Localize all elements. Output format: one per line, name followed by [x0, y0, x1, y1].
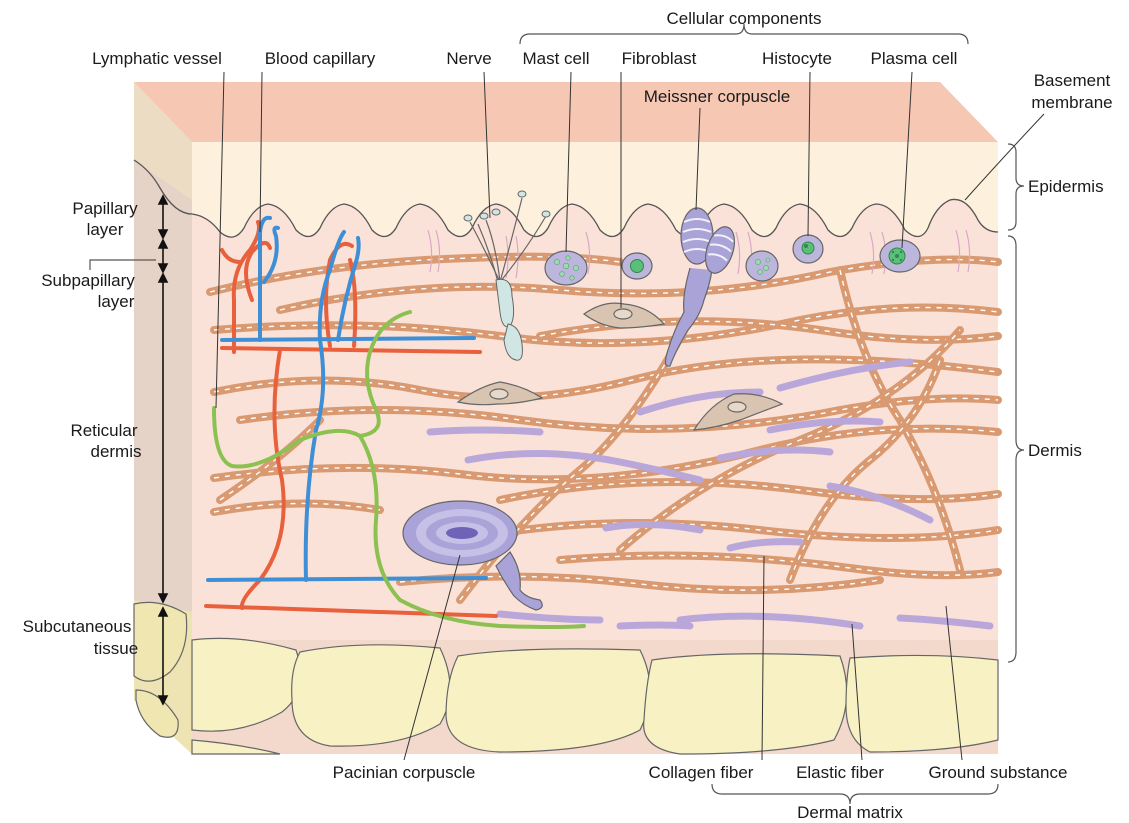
plasma-cell-2-icon: [880, 240, 920, 272]
label-histocyte: Histocyte: [762, 49, 832, 68]
label-fibroblast: Fibroblast: [622, 49, 697, 68]
label-mast-cell: Mast cell: [522, 49, 589, 68]
label-dermal-matrix: Dermal matrix: [797, 803, 903, 822]
label-pacinian-corpuscle: Pacinian corpuscle: [333, 763, 476, 782]
label-subpapillary-layer-line1: Subpapillary: [41, 271, 135, 290]
histocyte-icon: [793, 235, 823, 263]
label-basement-membrane-line1: Basement: [1034, 71, 1111, 90]
label-papillary-layer-line1: Papillary: [72, 199, 138, 218]
label-cellular-components: Cellular components: [667, 9, 822, 28]
label-subpapillary-layer-line2: layer: [98, 292, 135, 311]
label-papillary-layer-line2: layer: [87, 220, 124, 239]
label-reticular-dermis-line1: Reticular: [70, 421, 137, 440]
label-subcutaneous-tissue-line2: tissue: [94, 639, 138, 658]
label-subcutaneous-tissue-line1: Subcutaneous: [23, 617, 132, 636]
label-elastic-fiber: Elastic fiber: [796, 763, 884, 782]
label-lymphatic-vessel: Lymphatic vessel: [92, 49, 222, 68]
label-nerve: Nerve: [446, 49, 491, 68]
label-plasma-cell: Plasma cell: [871, 49, 958, 68]
label-dermis: Dermis: [1028, 441, 1082, 460]
label-reticular-dermis-line2: dermis: [90, 442, 141, 461]
label-collagen-fiber: Collagen fiber: [649, 763, 754, 782]
plasma-cell-icon: [622, 253, 652, 279]
label-meissner-corpuscle: Meissner corpuscle: [644, 87, 790, 106]
mast-cell-2-icon: [746, 251, 778, 281]
label-blood-capillary: Blood capillary: [265, 49, 376, 68]
label-epidermis: Epidermis: [1028, 177, 1104, 196]
label-basement-membrane-line2: membrane: [1031, 93, 1112, 112]
mast-cell-icon: [545, 251, 587, 285]
top-face: [134, 82, 998, 142]
label-ground-substance: Ground substance: [929, 763, 1068, 782]
